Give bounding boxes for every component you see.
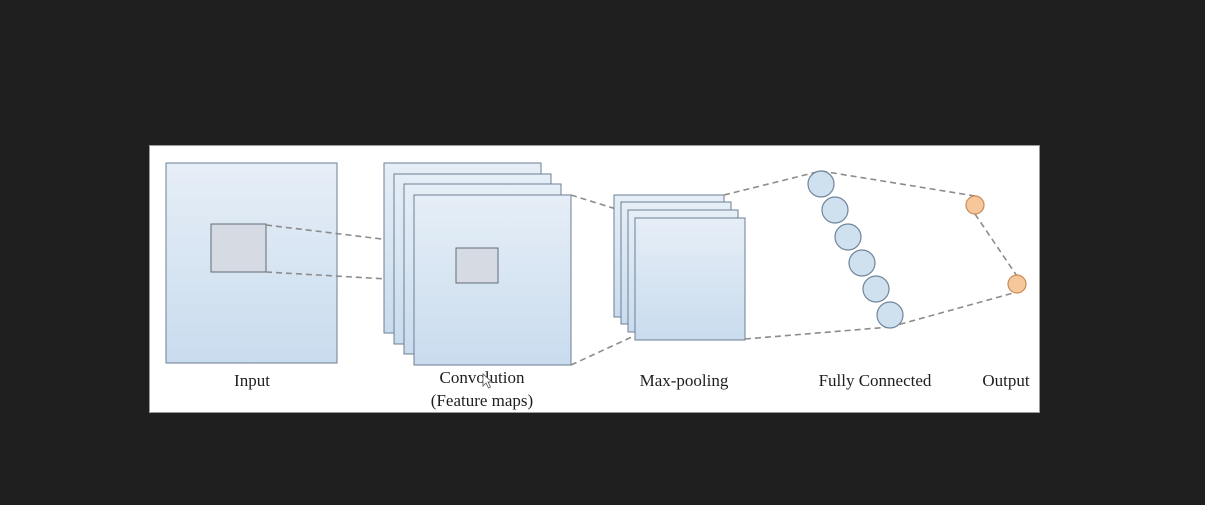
mouse-cursor-icon [482, 373, 494, 389]
connector-input-conv-bottom [265, 271, 457, 284]
max-pooling-label: Max-pooling [640, 371, 729, 390]
output-node [1007, 274, 1027, 294]
fc-node [807, 170, 835, 198]
connector-pool-fc-top [723, 170, 822, 196]
conv-output-cell [455, 247, 499, 284]
connector-conv-pool-bottom [570, 335, 635, 366]
output-layer [965, 195, 1027, 294]
output-node [965, 195, 985, 215]
connector-conv-pool-top [570, 194, 617, 210]
connector-input-conv-top [265, 224, 457, 249]
fc-node [848, 249, 876, 277]
convolution-layer [383, 162, 572, 366]
fully-connected-layer [807, 170, 904, 329]
pooled-map-4 [634, 217, 746, 341]
cnn-diagram: Input Convolution (Feature maps) Max-poo… [149, 145, 1040, 413]
feature-maps-label: (Feature maps) [431, 391, 533, 410]
fc-node [834, 223, 862, 251]
output-label: Output [982, 371, 1030, 390]
connector-pool-fc-bottom [744, 326, 891, 340]
cnn-diagram-canvas: Input Convolution (Feature maps) Max-poo… [165, 162, 1030, 410]
input-layer [165, 162, 338, 364]
max-pooling-layer [613, 194, 746, 341]
connector-fc-output-top [820, 170, 976, 197]
fc-node [821, 196, 849, 224]
convolution-label: Convolution [439, 368, 525, 387]
connector-output-link [974, 213, 1018, 277]
fully-connected-label: Fully Connected [819, 371, 932, 390]
input-label: Input [234, 371, 270, 390]
fc-node [876, 301, 904, 329]
fc-node [862, 275, 890, 303]
connector-fc-output-bottom [889, 291, 1018, 328]
input-receptive-field [210, 223, 267, 273]
